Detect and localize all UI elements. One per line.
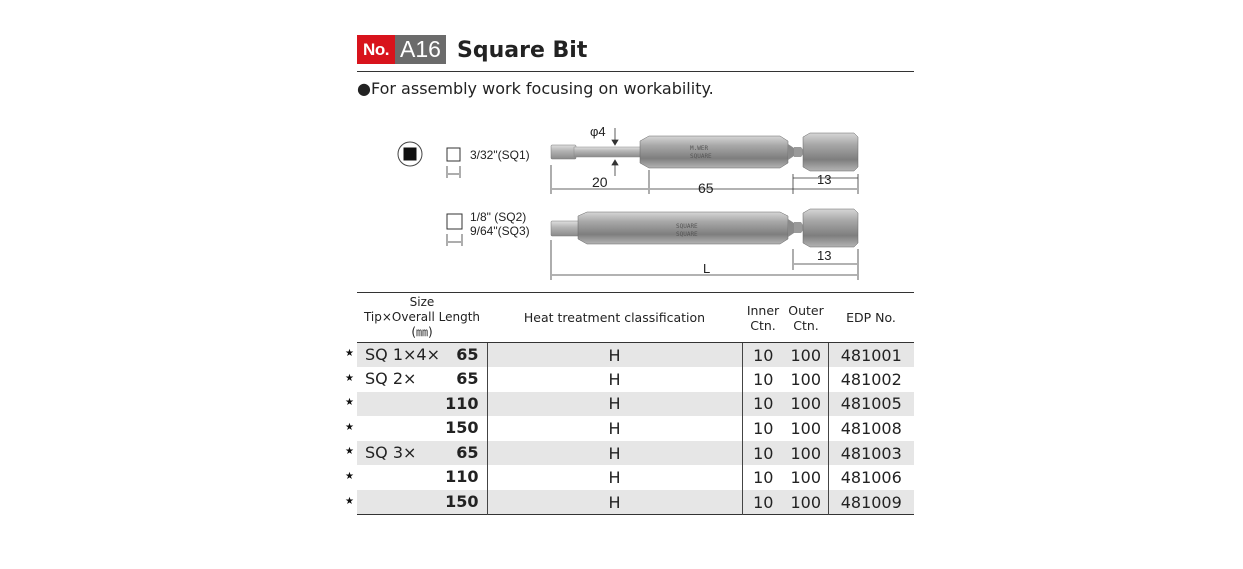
- cell-inner: 10: [742, 342, 784, 368]
- size-dim-sq2: [446, 234, 463, 246]
- cell-outer: 100: [784, 416, 829, 441]
- size-label-sq3: 9/64"(SQ3): [470, 224, 530, 238]
- size-length: 110: [445, 393, 479, 413]
- dim-hex-label-2: 13: [817, 248, 832, 263]
- size-prefix: SQ 1×4×: [365, 345, 441, 364]
- star-mark: ★: [345, 471, 354, 482]
- size-label-sq1: 3/32"(SQ1): [470, 148, 530, 162]
- cell-inner: 10: [753, 419, 774, 439]
- no-badge: No.: [357, 35, 395, 64]
- star-mark: ★: [345, 397, 354, 409]
- size-length: 150: [445, 492, 479, 512]
- size-length: 65: [456, 345, 479, 364]
- cell-edp: 481008: [840, 419, 902, 439]
- header-size-line1: Size: [409, 295, 435, 309]
- cell-inner: 10: [753, 369, 774, 389]
- table-header-row: Size Tip×Overall Length (㎜) Heat treatme…: [357, 292, 914, 343]
- cell-inner: 10: [742, 440, 784, 466]
- cell-heat: H: [487, 416, 743, 441]
- header-edp: EDP No.: [828, 292, 914, 343]
- svg-text:SQUARE: SQUARE: [676, 231, 698, 238]
- cell-size: SQ 2× 65: [357, 367, 488, 392]
- cell-outer: 100: [784, 367, 829, 392]
- cell-size: SQ 1×4× 65: [357, 342, 488, 368]
- svg-text:SQUARE: SQUARE: [676, 223, 698, 230]
- dims-bit-long: [550, 240, 859, 280]
- size-prefix: SQ 3×: [365, 442, 417, 462]
- page-title: Square Bit: [457, 38, 588, 63]
- size-label-sq2: 1/8" (SQ2): [470, 210, 527, 224]
- cell-edp: 481009: [828, 490, 914, 515]
- dim-overall-label: 65: [698, 180, 714, 196]
- size-length: 65: [456, 442, 479, 462]
- cell-size: 110: [357, 391, 488, 417]
- cell-outer: 100: [784, 465, 829, 491]
- cell-heat: H: [487, 465, 743, 491]
- star-mark: ★: [345, 495, 354, 507]
- size-square-sq1: [446, 147, 461, 162]
- cell-outer: 100: [784, 342, 829, 368]
- header-outer: Outer Ctn.: [784, 292, 828, 343]
- cell-inner: 10: [753, 468, 774, 488]
- cell-edp: 481003: [828, 440, 914, 466]
- dim-hex-label: 13: [817, 172, 832, 187]
- svg-text:M.WER: M.WER: [690, 145, 708, 152]
- size-length: 65: [456, 369, 479, 389]
- cell-edp: 481001: [828, 342, 914, 368]
- cell-heat: H: [487, 391, 743, 417]
- cell-size: 150: [357, 490, 488, 515]
- size-dim-sq1: [446, 166, 461, 178]
- feature-text: ●For assembly work focusing on workabili…: [357, 79, 714, 98]
- cell-outer: 100: [784, 440, 829, 466]
- header-size-line2: Tip×Overall Length (㎜): [363, 310, 481, 339]
- size-square-sq2: [446, 213, 463, 230]
- star-mark: ★: [345, 348, 354, 359]
- dim-phi-label: φ4: [590, 124, 606, 139]
- table-row: SQ 2× 65 H 10 100 481002: [357, 367, 914, 392]
- cell-inner: 10: [742, 490, 784, 515]
- table-row: 150 H 10 100 481008: [357, 416, 914, 441]
- cell-heat: H: [487, 440, 743, 466]
- header-heat: Heat treatment classification: [487, 292, 742, 343]
- bit-long: SQUARE SQUARE: [550, 208, 859, 248]
- product-code-badge: A16: [395, 35, 446, 64]
- header-inner-text: Inner Ctn.: [746, 302, 780, 333]
- bit-drawing: M.WER SQUARE SQUARE SQUARE: [397, 128, 859, 280]
- cell-size: SQ 3× 65: [357, 440, 488, 466]
- svg-text:SQUARE: SQUARE: [690, 153, 712, 160]
- size-length: 110: [445, 467, 479, 487]
- star-mark: ★: [345, 372, 354, 384]
- star-mark: ★: [345, 446, 354, 458]
- cell-outer: 100: [784, 490, 829, 515]
- header-size: Size Tip×Overall Length (㎜): [357, 292, 487, 343]
- bit-diagram: M.WER SQUARE SQUARE SQUARE: [380, 118, 880, 288]
- dim-length-label: L: [703, 261, 711, 276]
- header-outer-text: Outer Ctn.: [788, 302, 824, 333]
- cell-edp: 481006: [840, 468, 902, 488]
- cell-inner: 10: [742, 391, 784, 417]
- cell-size: 150: [357, 416, 488, 441]
- cell-edp: 481002: [840, 369, 902, 389]
- cell-heat: H: [487, 342, 743, 368]
- star-mark: ★: [345, 421, 354, 433]
- size-length: 150: [445, 418, 479, 438]
- dims-bit-65: [550, 128, 859, 194]
- page-header: No. A16 Square Bit: [357, 35, 914, 72]
- cell-heat: H: [487, 367, 743, 392]
- cell-heat: H: [487, 490, 743, 515]
- cell-outer: 100: [784, 391, 829, 417]
- header-inner: Inner Ctn.: [742, 292, 784, 343]
- spec-table: Size Tip×Overall Length (㎜) Heat treatme…: [357, 292, 914, 516]
- bit-65mm: M.WER SQUARE: [550, 132, 859, 172]
- square-drive-icon: [397, 141, 423, 167]
- cell-edp: 481005: [828, 391, 914, 417]
- size-prefix: SQ 2×: [365, 369, 417, 389]
- cell-size: 110: [357, 465, 488, 491]
- table-row: 110 H 10 100 481006: [357, 465, 914, 491]
- dim-tip-label: 20: [592, 174, 608, 190]
